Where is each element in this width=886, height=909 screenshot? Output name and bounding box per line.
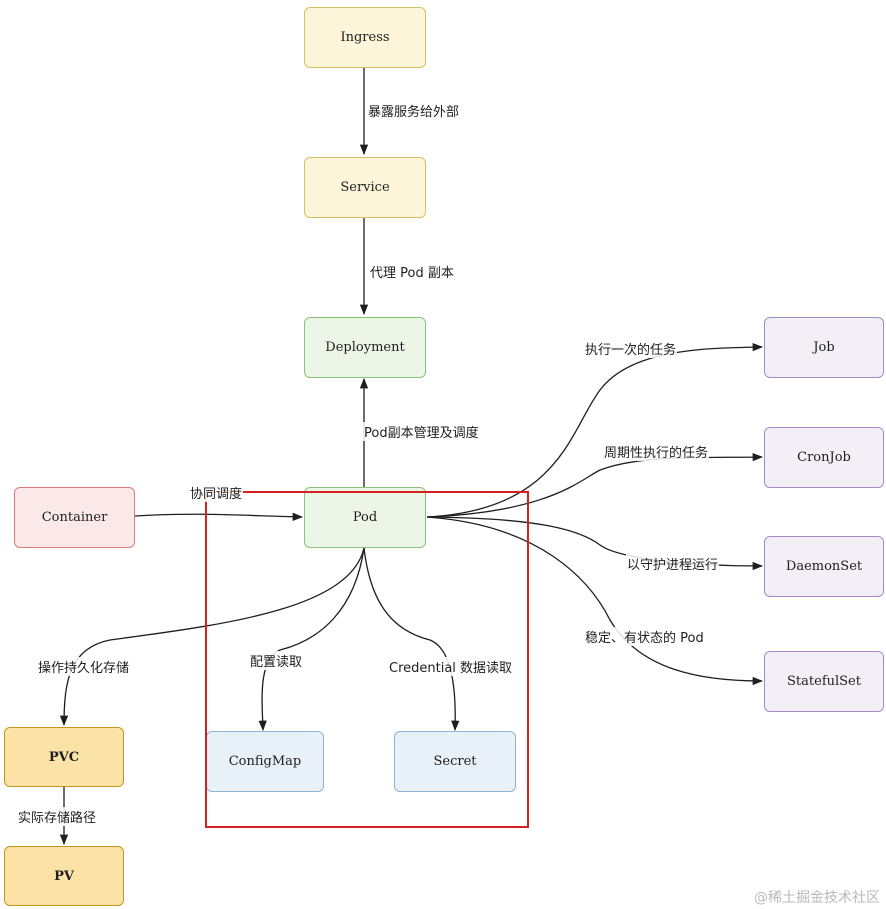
label-pod-secret: Credential 数据读取 <box>388 657 514 676</box>
node-pv[interactable]: PV <box>4 846 124 906</box>
label-pod-deployment: Pod副本管理及调度 <box>363 422 480 441</box>
node-pod[interactable]: Pod <box>304 487 426 548</box>
label-service-deployment: 代理 Pod 副本 <box>369 262 455 281</box>
highlight-frame <box>205 491 529 828</box>
node-job[interactable]: Job <box>764 317 884 378</box>
edge-pod-configmap <box>258 547 365 732</box>
node-secret[interactable]: Secret <box>394 731 516 792</box>
watermark: @稀土掘金技术社区 <box>754 890 880 906</box>
edge-pod-job <box>426 342 764 518</box>
label-pod-configmap: 配置读取 <box>249 651 304 670</box>
node-pvc[interactable]: PVC <box>4 727 124 787</box>
label-pvc-pv: 实际存储路径 <box>17 807 98 826</box>
node-service[interactable]: Service <box>304 157 426 218</box>
node-ingress[interactable]: Ingress <box>304 7 426 68</box>
label-pod-daemonset: 以守护进程运行 <box>626 554 720 573</box>
edge-pod-statefulset <box>426 516 764 686</box>
node-daemonset[interactable]: DaemonSet <box>764 536 884 597</box>
node-deployment[interactable]: Deployment <box>304 317 426 378</box>
node-cronjob[interactable]: CronJob <box>764 427 884 488</box>
edge-container-pod <box>134 512 304 521</box>
label-pod-pvc: 操作持久化存储 <box>37 657 131 676</box>
edge-pod-pvc <box>59 547 365 727</box>
label-pod-statefulset: 稳定、有状态的 Pod <box>584 627 705 646</box>
node-configmap[interactable]: ConfigMap <box>206 731 324 792</box>
label-pod-job: 执行一次的任务 <box>584 339 678 358</box>
label-pod-cronjob: 周期性执行的任务 <box>603 442 710 461</box>
label-ingress-service: 暴露服务给外部 <box>367 101 461 120</box>
edge-pod-secret <box>363 547 460 732</box>
node-statefulset[interactable]: StatefulSet <box>764 651 884 712</box>
node-container[interactable]: Container <box>14 487 135 548</box>
label-container-pod: 协同调度 <box>189 483 244 502</box>
